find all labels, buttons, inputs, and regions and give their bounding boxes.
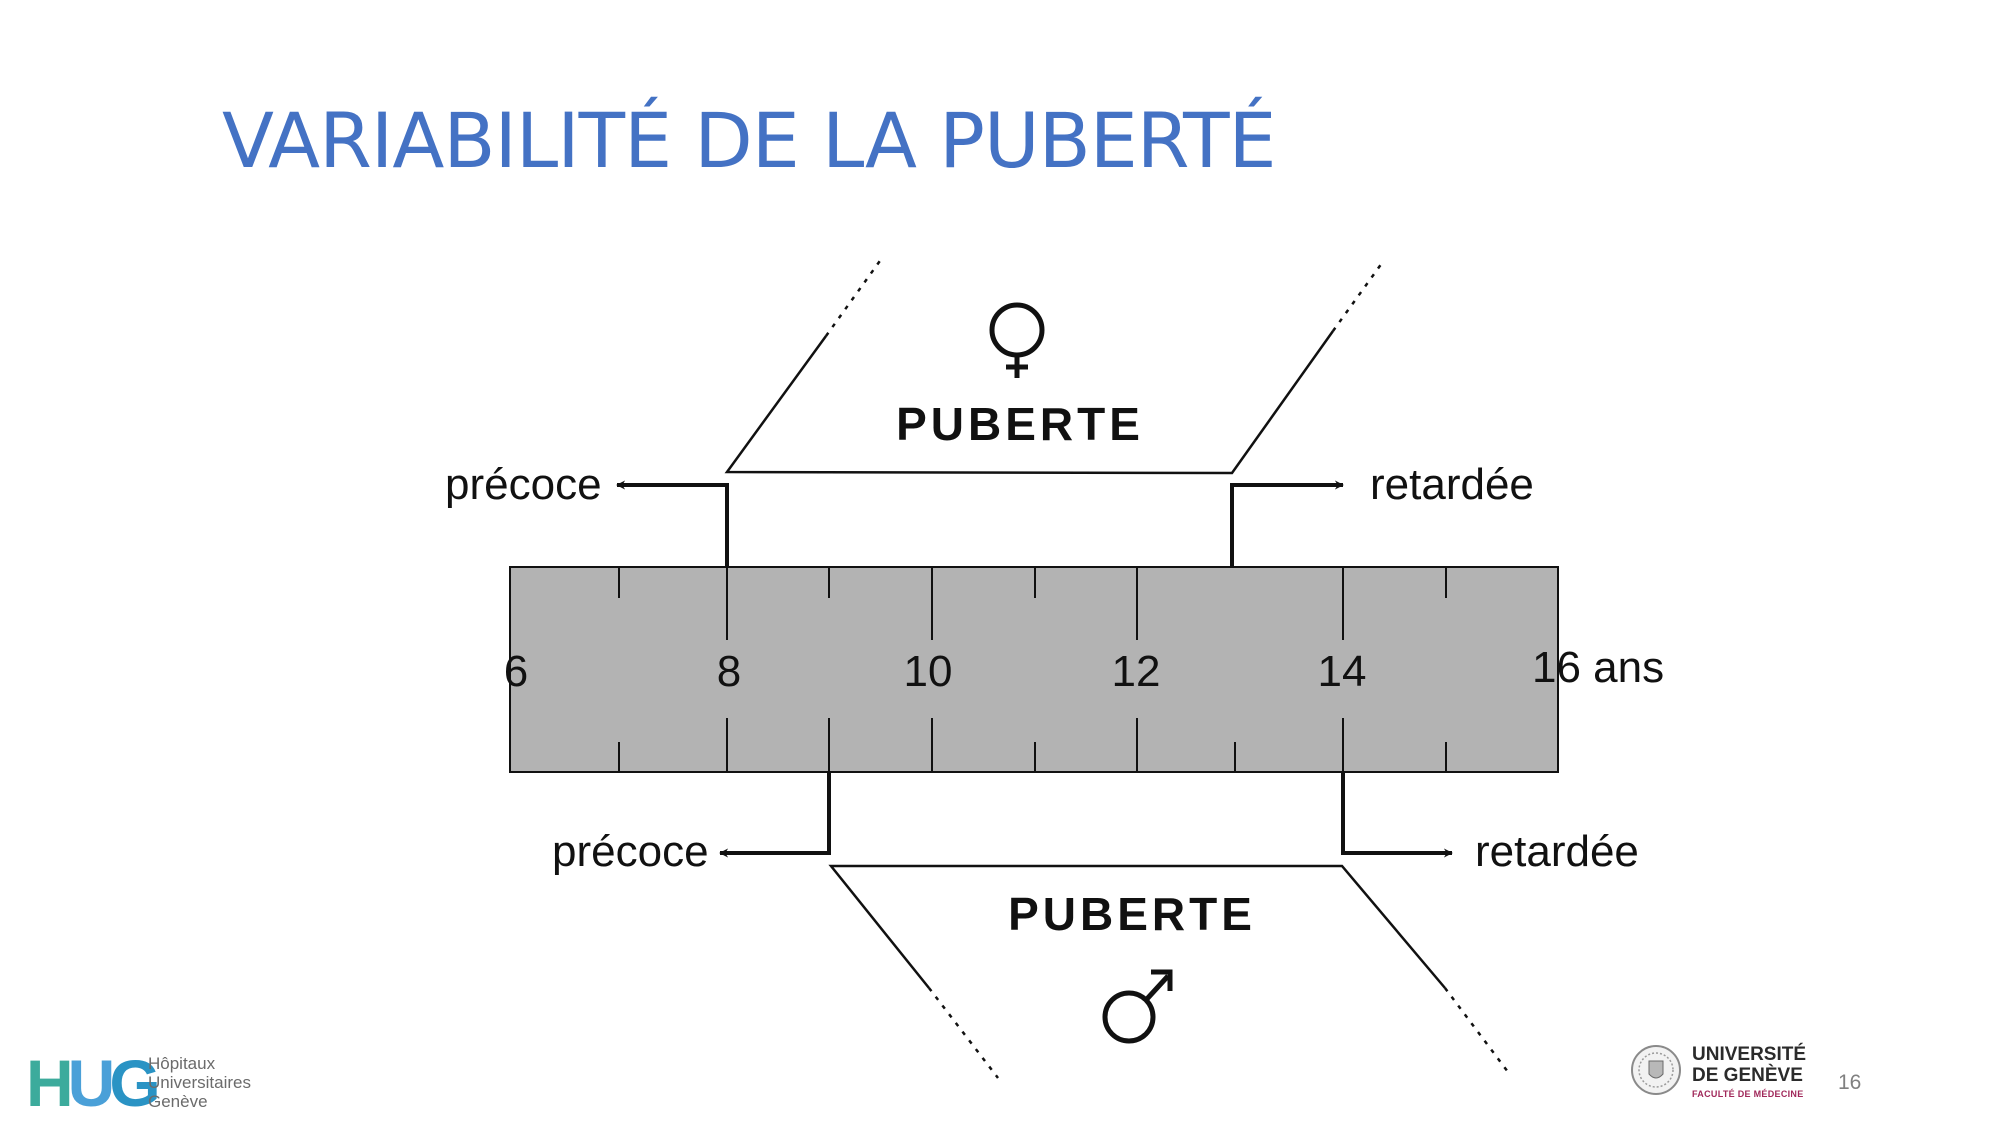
male-symbol-icon xyxy=(1102,969,1173,1044)
slide-title: VARIABILITÉ DE LA PUBERTÉ xyxy=(222,96,1277,185)
female-early-label: précoce xyxy=(445,460,602,509)
scale-ticks-bottom xyxy=(618,718,1447,772)
hug-logo: HUG Hôpitaux Universitaires Genève xyxy=(26,1050,266,1116)
female-early-arrow xyxy=(616,480,729,567)
hug-logo-text: Hôpitaux Universitaires Genève xyxy=(148,1054,251,1111)
age-scale-bar xyxy=(509,566,1559,773)
tick-label-10: 10 xyxy=(904,647,953,696)
tick-label-6: 6 xyxy=(504,647,528,696)
unige-seal-icon xyxy=(1631,1045,1681,1095)
male-late-arrow xyxy=(1341,772,1453,858)
male-early-arrow xyxy=(719,772,831,858)
male-puberty-label: PUBERTE xyxy=(1008,888,1256,940)
slide-number: 16 xyxy=(1838,1071,1862,1094)
female-symbol-icon xyxy=(989,302,1045,378)
unige-logo: UNIVERSITÉ DE GENÈVE FACULTÉ DE MÉDECINE xyxy=(1630,1040,1820,1110)
female-late-label: retardée xyxy=(1370,460,1534,509)
tick-label-12: 12 xyxy=(1112,647,1161,696)
tick-label-14: 14 xyxy=(1318,647,1367,696)
male-puberty-window xyxy=(828,864,1509,1079)
male-early-label: précoce xyxy=(552,827,709,876)
tick-label-8: 8 xyxy=(717,647,741,696)
female-puberty-label: PUBERTE xyxy=(896,398,1144,450)
unige-logo-text: UNIVERSITÉ DE GENÈVE FACULTÉ DE MÉDECINE xyxy=(1692,1044,1807,1099)
scale-ticks-long xyxy=(726,567,1344,772)
hug-logo-mark: HUG xyxy=(26,1046,161,1120)
tick-label-16: 16 ans xyxy=(1532,643,1664,692)
female-puberty-window xyxy=(724,257,1384,475)
female-late-arrow xyxy=(1230,480,1344,567)
male-late-label: retardée xyxy=(1475,827,1639,876)
scale-labels: 6 8 10 12 14 16 ans xyxy=(504,643,1664,696)
